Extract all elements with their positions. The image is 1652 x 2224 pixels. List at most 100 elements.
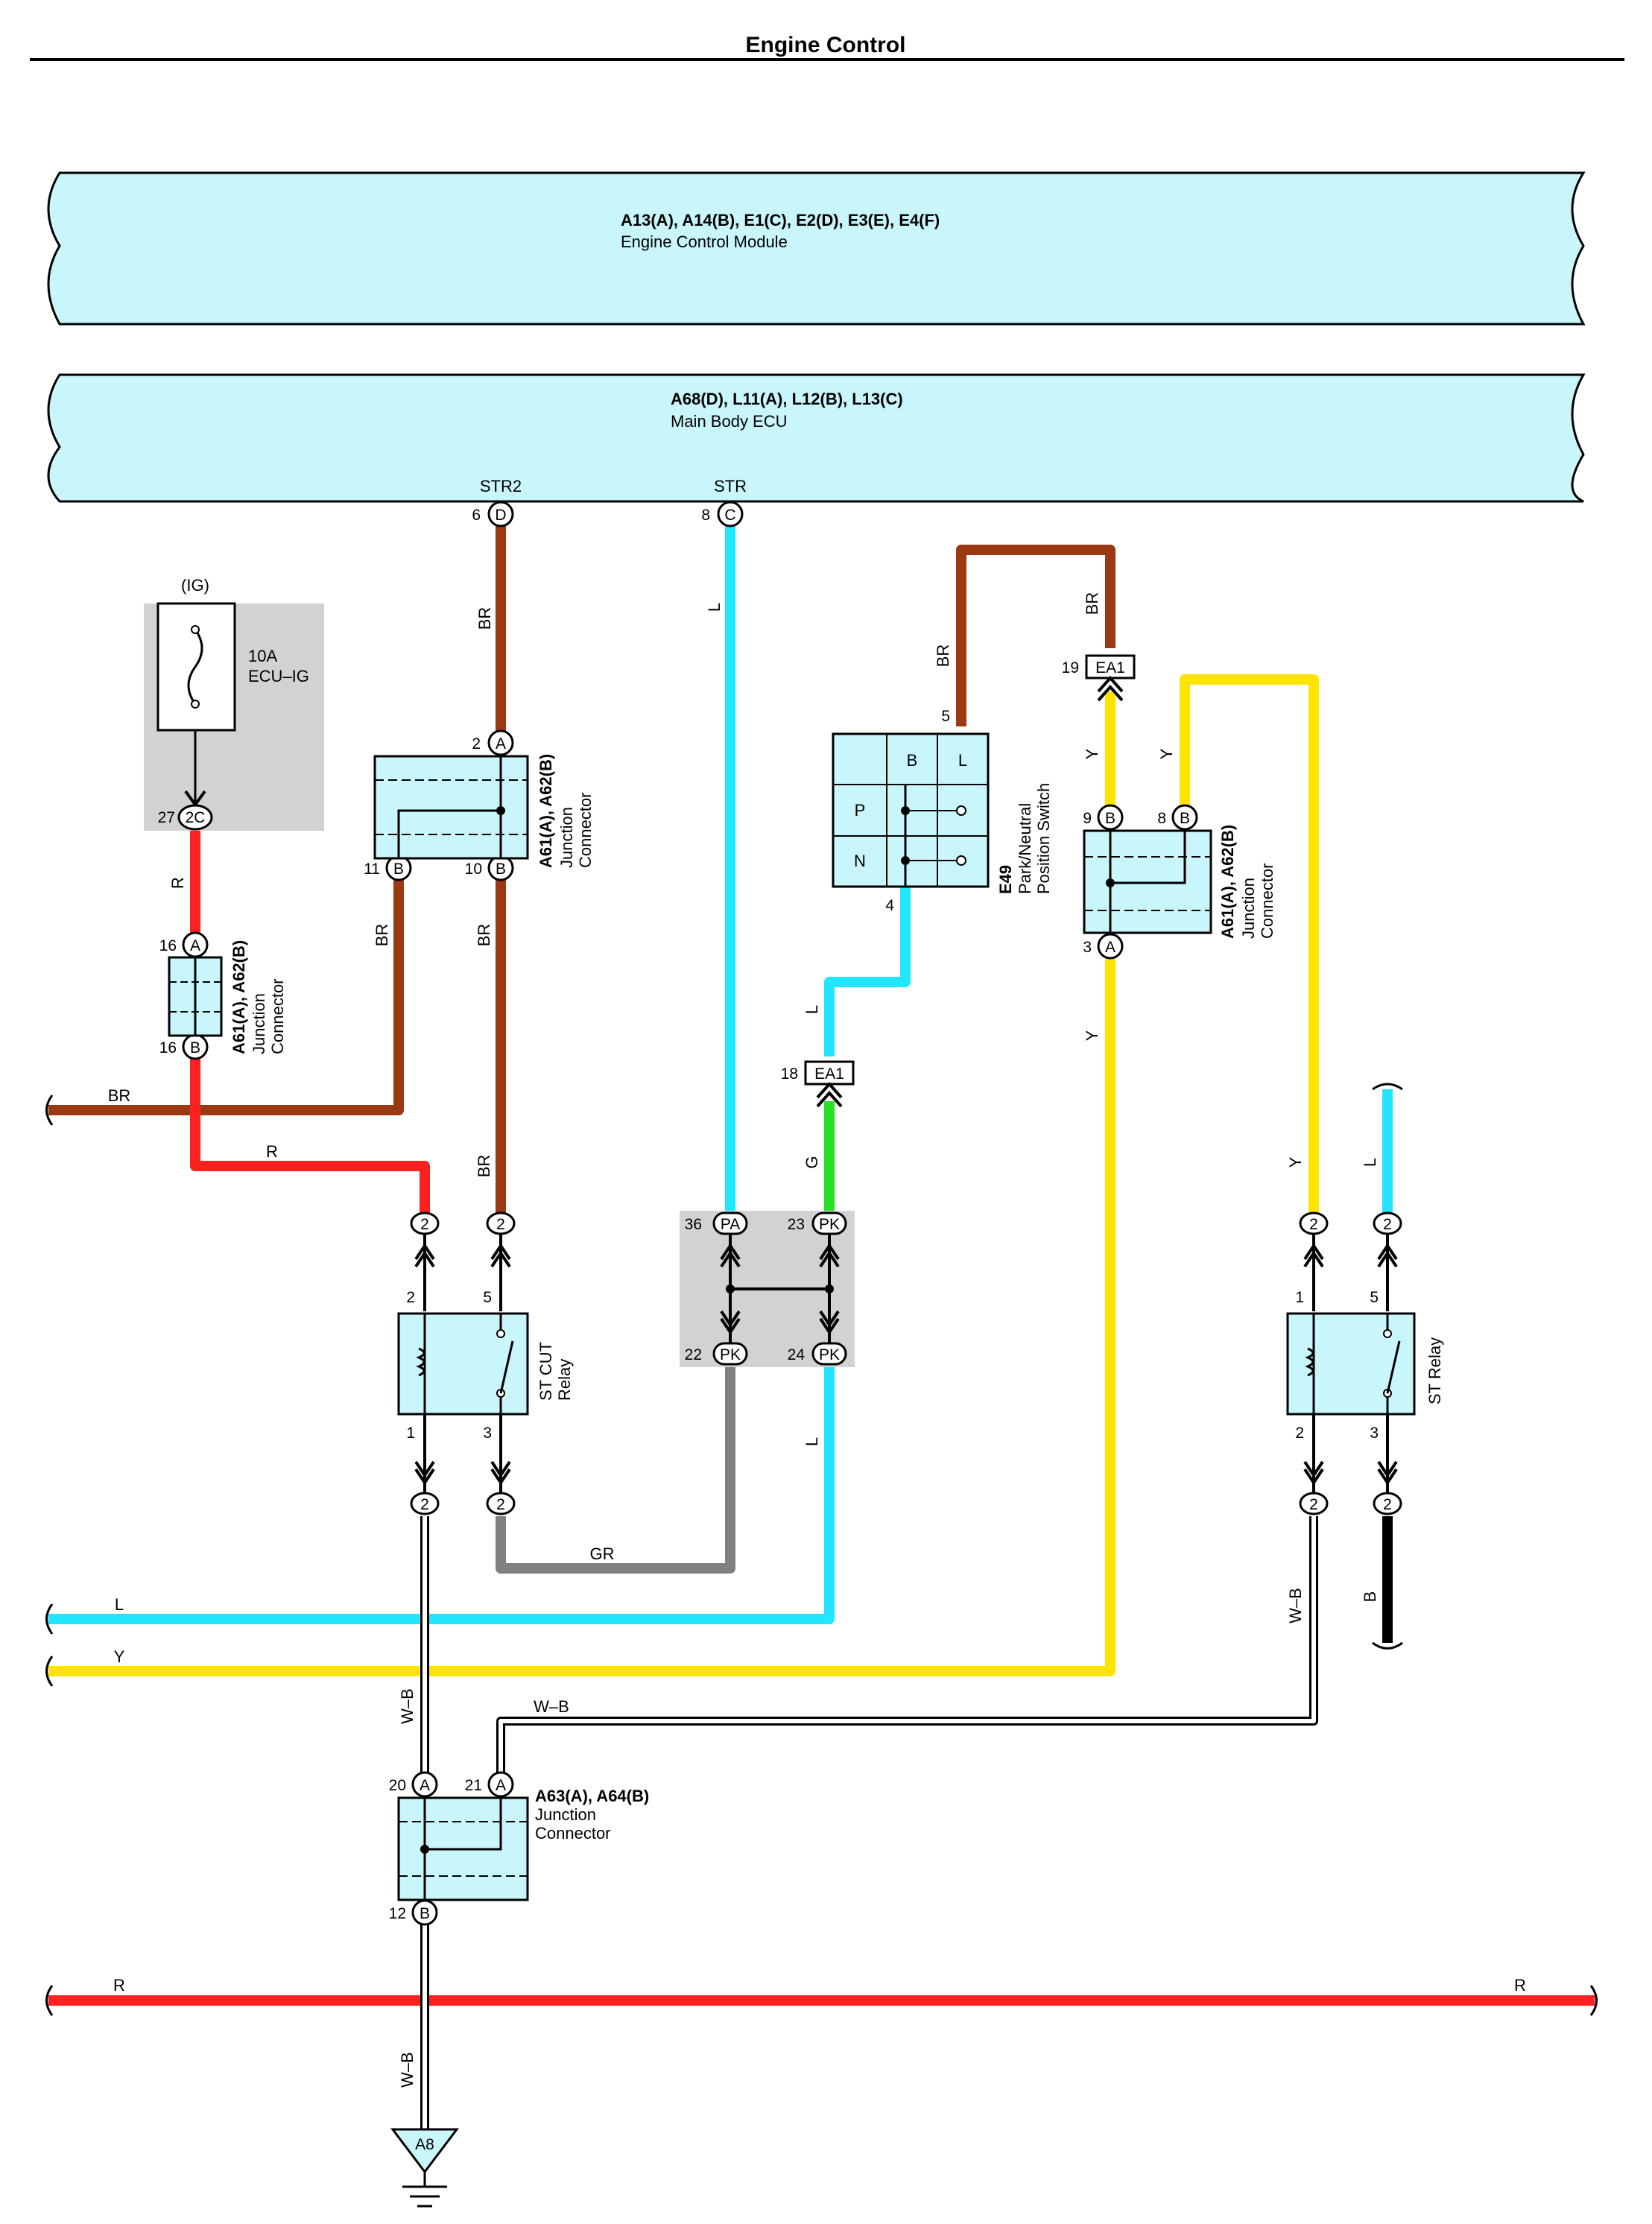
pin-letter-c: C (724, 507, 735, 524)
wl-br-10: BR (475, 924, 493, 947)
pin-letter-b-11: B (393, 861, 404, 878)
main-body-ecu-connectors: A68(D), L11(A), L12(B), L13(C) (671, 390, 903, 408)
pin-num-3r: 3 (1083, 939, 1092, 956)
wl-y-3: Y (1083, 1030, 1101, 1041)
connector-arrows (414, 1234, 1398, 1493)
pin-num-27: 27 (158, 809, 175, 826)
wl-l-str: L (705, 603, 724, 612)
pn-name2: Position Switch (1034, 783, 1053, 894)
pin-letter-a-21: A (496, 1777, 506, 1794)
wire-wb-right (496, 1516, 1318, 1779)
junction-connector-a61-left (168, 956, 223, 1037)
pin-num-20: 20 (389, 1777, 406, 1794)
wires (48, 524, 1595, 2129)
pk-23-label: PK (819, 1216, 840, 1233)
jc-top-name2: Connector (576, 792, 595, 868)
pn-col-l: L (958, 751, 967, 770)
ea1-connector-19 (1085, 654, 1136, 702)
st-cut-relay (397, 1312, 529, 1416)
pn-pin-4: 4 (885, 897, 894, 914)
terminal-str-label: STR (714, 477, 747, 495)
park-neutral-switch (832, 732, 990, 888)
c2-f: 2 (496, 1496, 505, 1513)
pk-24-num: 24 (788, 1346, 806, 1363)
c2-a: 2 (420, 1216, 429, 1233)
wl-r-fuse: R (168, 877, 187, 889)
c2-d: 2 (1383, 1216, 1392, 1233)
jc-left-name2: Connector (268, 978, 287, 1054)
pin-circles (177, 501, 1198, 1926)
relay1-name1: ST CUT (537, 1342, 555, 1401)
pn-row-n: N (854, 852, 866, 870)
oval-connectors (410, 1211, 1402, 1515)
fuse-icon (187, 629, 203, 705)
relay1-pin-5: 5 (483, 1289, 492, 1306)
pin-letter-b-10: B (496, 861, 506, 878)
relay2-pin-2: 2 (1295, 1425, 1304, 1442)
pn-row-p: P (855, 801, 866, 820)
pin-letter-b-16: B (190, 1039, 200, 1056)
pin-letter-b-12: B (420, 1905, 430, 1922)
wire-l-24 (48, 1367, 835, 1624)
junction-connector-a61-right (1083, 829, 1212, 934)
wl-b: B (1361, 1591, 1379, 1603)
page-title: Engine Control (746, 33, 906, 57)
c2-h: 2 (1383, 1496, 1392, 1513)
wire-br-11 (48, 875, 404, 1115)
wl-br-11: BR (373, 924, 391, 947)
c2-e: 2 (420, 1496, 429, 1513)
jc-a63-name2: Connector (535, 1824, 611, 1843)
ground-code: A8 (415, 2136, 434, 2153)
pk-pa-label: PA (721, 1216, 740, 1233)
jc-a63-name1: Junction (535, 1805, 596, 1824)
pin-num-8r: 8 (1157, 810, 1166, 827)
pk-24-label: PK (819, 1346, 840, 1363)
fuse-source-label: (IG) (181, 576, 209, 595)
jc-right-name2: Connector (1258, 863, 1276, 939)
c2-b: 2 (496, 1216, 505, 1233)
main-body-ecu-box (47, 373, 1586, 503)
relay1-pin-3: 3 (483, 1425, 492, 1442)
wl-gr: GR (590, 1545, 615, 1563)
pk-23-num: 23 (788, 1216, 805, 1233)
relay1-name2: Relay (555, 1359, 574, 1401)
wl-wb-mid: W–B (534, 1697, 569, 1716)
ground-symbol (390, 2128, 460, 2208)
ea1-19-label: EA1 (1095, 659, 1125, 677)
pk-36-num: 36 (685, 1216, 702, 1233)
pin-num-16a: 16 (159, 937, 177, 954)
junction-connector-a61-top (373, 755, 529, 860)
pin-num-8: 8 (701, 507, 710, 524)
pin-letter-b-8: B (1180, 810, 1190, 827)
wl-br-relay: BR (475, 1155, 493, 1178)
wl-y-loop: Y (1157, 748, 1176, 759)
wire-labels: BR L R BR BR BR R BR BR BR Y Y Y Y L G L… (108, 592, 1526, 2088)
wl-y-bus: Y (114, 1647, 125, 1666)
ecm-module-box (47, 171, 1586, 326)
wire-y-loop (1180, 674, 1319, 1213)
wl-br-top: BR (1083, 592, 1101, 615)
jc-right-name1: Junction (1239, 878, 1258, 939)
pin-num-2-top: 2 (472, 735, 481, 753)
jc-right-connectors: A61(A), A62(B) (1218, 825, 1237, 939)
wire-wb-right-inner (499, 1516, 1316, 1779)
relay2-pin-5: 5 (1370, 1289, 1379, 1306)
pn-pin-5: 5 (941, 708, 950, 725)
pin-num-11: 11 (364, 861, 380, 878)
wl-l-24: L (803, 1437, 821, 1446)
c2-c: 2 (1309, 1216, 1318, 1233)
ecm-name: Engine Control Module (621, 232, 788, 251)
pin-letter-a-top: A (496, 735, 506, 753)
wl-g: G (803, 1156, 821, 1168)
wl-l-right: L (1361, 1158, 1379, 1167)
jc-a63-connectors: A63(A), A64(B) (535, 1787, 649, 1805)
pn-col-b: B (907, 751, 918, 770)
fuse-rating: 10A (248, 647, 277, 665)
pin-num-16b: 16 (159, 1039, 177, 1056)
ea1-connector-18 (804, 1060, 855, 1108)
wire-r-junction (190, 1054, 430, 1213)
jc-left-name1: Junction (250, 993, 268, 1054)
wl-r-bus-left: R (113, 1976, 125, 1995)
pin-letter-d: D (495, 507, 506, 524)
relay2-name: ST Relay (1425, 1337, 1444, 1404)
